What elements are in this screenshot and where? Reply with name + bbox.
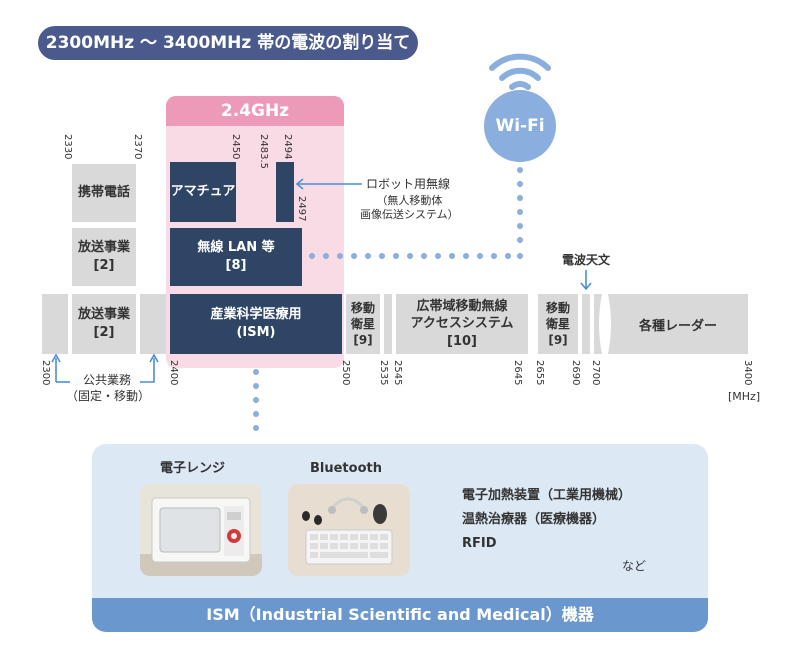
robot-arrow-icon [295,178,362,190]
tick-2655: 2655 [534,360,545,386]
ism-footer-bar: ISM（Industrial Scientific and Medical）機器 [92,598,708,632]
block-radar [594,294,748,354]
tick-2700: 2700 [590,360,601,386]
tick-2690: 2690 [570,360,581,386]
tick-3400: 3400 [742,360,753,386]
wifi-waves-icon [489,53,551,90]
block-ism: 産業科学医療用 (ISM) [170,294,342,354]
block-mobile-satellite-1: 移動 衛星 [9] [346,294,380,354]
tick-2494: 2494 [282,134,293,160]
wifi-badge: Wi-Fi [484,90,556,162]
public-service-arrows-icon [51,353,159,383]
ism-device-list: 電子加熱装置（工業用機械） 温熱治療器（医療機器） RFID [462,484,631,556]
public-service-label: 公共業務 [82,373,131,387]
block-wireless-lan: 無線 LAN 等 [8] [170,228,302,286]
tick-2400: 2400 [168,360,179,386]
block-broadcast-upper: 放送事業 [2] [72,228,136,286]
tick-2545: 2545 [392,360,403,386]
microwave-label: 電子レンジ [160,461,226,476]
block-gap-2535 [384,294,392,354]
block-amateur: アマチュア [170,162,236,222]
tick-2645: 2645 [512,360,523,386]
etc-label: など [622,559,647,573]
radio-astronomy-arrow-icon [580,270,592,291]
tick-2300: 2300 [40,360,51,386]
radio-astronomy-label: 電波天文 [562,253,611,267]
bluetooth-label: Bluetooth [310,461,382,476]
block-mobile-satellite-2: 移動 衛星 [9] [538,294,578,354]
tick-2497: 2497 [296,196,307,222]
tick-2535: 2535 [378,360,389,386]
bluetooth-devices-photo [288,484,410,576]
radar-label: 各種レーダー [638,318,717,334]
tick-2500: 2500 [340,360,351,386]
ism-device-item: RFID [462,536,497,551]
microwave-photo [140,484,262,576]
block-mobile-phone: 携帯電話 [72,164,136,222]
block-broadcast-lower: 放送事業 [2] [72,294,136,354]
ism-device-item: 電子加熱装置（工業用機械） [462,488,632,503]
page-title: 2300MHz 〜 3400MHz 帯の電波の割り当て [38,26,418,60]
block-radio-astronomy-band [582,294,590,354]
robot-radio-label: ロボット用無線 [366,177,451,191]
block-public-right [140,294,166,354]
tick-2330: 2330 [62,134,73,160]
unit-label: [MHz] [728,390,761,403]
block-broadband-access: 広帯域移動無線 アクセスシステム [10] [396,294,528,354]
tick-2450: 2450 [230,134,241,160]
block-public-left [42,294,68,354]
tick-2483-5: 2483.5 [258,134,269,169]
band-24ghz-label: 2.4GHz [166,96,344,126]
block-robot-radio [276,162,294,222]
ism-device-item: 温熱治療器（医療機器） [462,512,606,527]
tick-2370: 2370 [132,134,143,160]
public-service-sub: （固定・移動） [65,389,150,403]
robot-radio-sub: （無人移動体 画像伝送システム） [360,194,459,222]
